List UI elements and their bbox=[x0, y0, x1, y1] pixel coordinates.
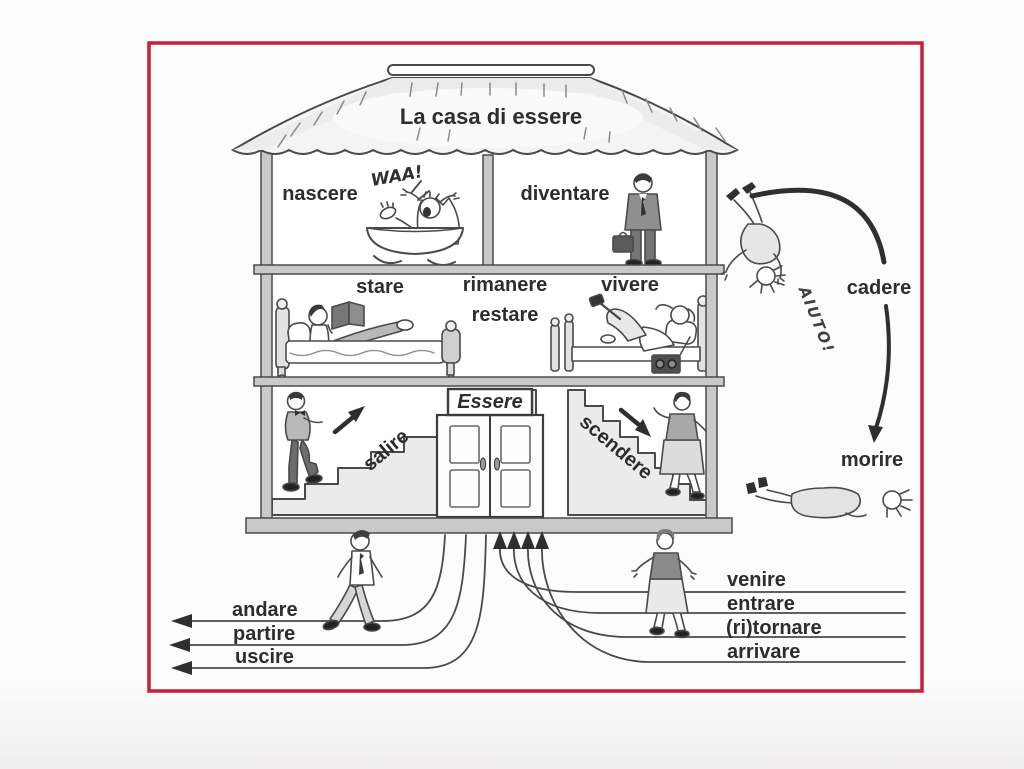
verb-stare: stare bbox=[356, 276, 404, 298]
right-wall bbox=[705, 150, 718, 520]
verb-arrivare: arrivare bbox=[727, 641, 800, 663]
verb-restare: restare bbox=[472, 304, 539, 326]
salire-arrow bbox=[332, 406, 365, 435]
verb-entrare: entrare bbox=[727, 593, 795, 615]
scendere-arrow bbox=[618, 407, 651, 437]
walking-man-figure bbox=[322, 529, 383, 632]
verb-uscire: uscire bbox=[235, 646, 294, 668]
baby-in-cradle-figure bbox=[366, 188, 464, 266]
leaving-arrow-lines bbox=[169, 534, 487, 675]
climbing-man-figure bbox=[282, 391, 323, 492]
reading-in-bed-figure bbox=[275, 298, 461, 382]
roof-hatching bbox=[277, 82, 726, 148]
essere-sign: Essere bbox=[446, 387, 534, 417]
floor-slab-upper bbox=[253, 264, 725, 275]
arriving-arrow-lines bbox=[493, 531, 906, 663]
dead-person-figure bbox=[746, 477, 913, 519]
left-wall bbox=[260, 150, 273, 520]
top-floor-divider-wall bbox=[482, 154, 494, 268]
verb-rimanere: rimanere bbox=[463, 274, 548, 296]
businessman-figure bbox=[612, 173, 662, 268]
floor-slab-lower bbox=[253, 376, 725, 387]
walking-woman-figure bbox=[631, 529, 697, 639]
verb-partire: partire bbox=[233, 623, 295, 645]
verb-nascere: nascere bbox=[282, 183, 358, 205]
essere-sign-label: Essere bbox=[457, 391, 523, 413]
verb-andare: andare bbox=[232, 599, 298, 621]
diagram-title: La casa di essere bbox=[400, 104, 582, 129]
morire-arrow bbox=[868, 304, 891, 443]
cadere-arc-arrow bbox=[749, 187, 887, 265]
verb-diventare: diventare bbox=[521, 183, 610, 205]
lounging-on-bed-figure bbox=[550, 293, 709, 374]
verb-ritornare: (ri)tornare bbox=[726, 617, 822, 639]
verb-cadere: cadere bbox=[847, 277, 912, 299]
foundation-slab bbox=[245, 517, 733, 534]
verb-vivere: vivere bbox=[601, 274, 659, 296]
roof: La casa di essere bbox=[231, 64, 739, 155]
roof-ridge-cap bbox=[387, 64, 595, 76]
verb-venire: venire bbox=[727, 569, 786, 591]
verb-morire: morire bbox=[841, 449, 903, 471]
descending-woman-figure bbox=[653, 391, 709, 501]
falling-person-figure bbox=[720, 182, 786, 294]
front-door bbox=[435, 413, 545, 519]
